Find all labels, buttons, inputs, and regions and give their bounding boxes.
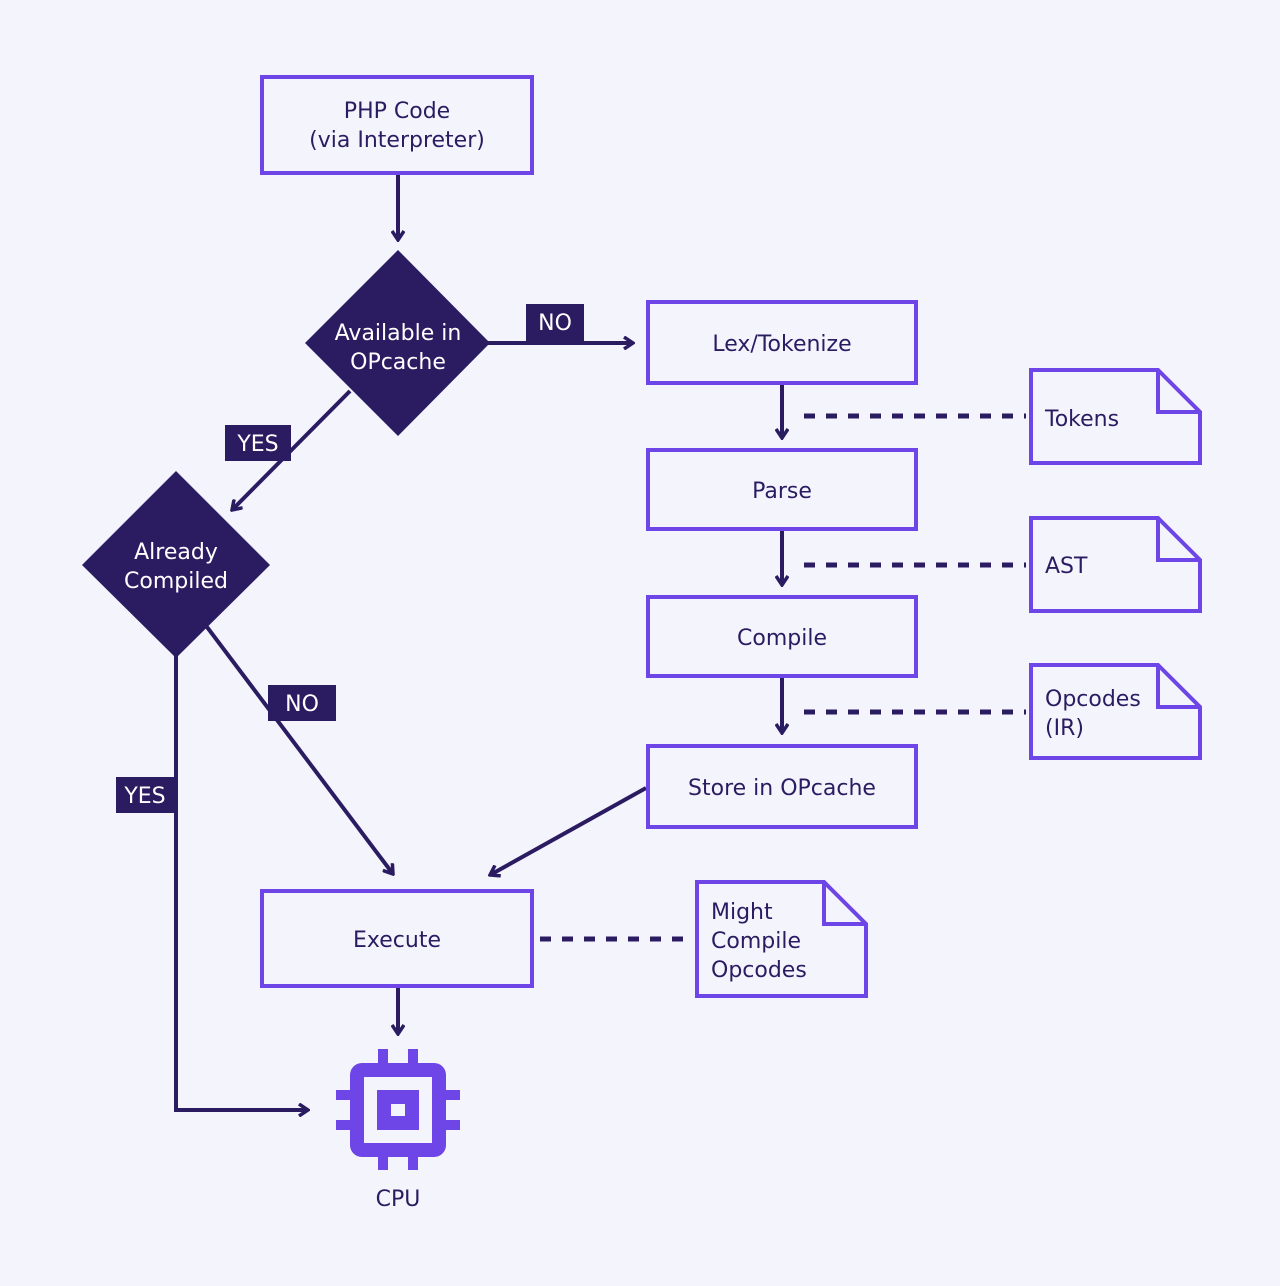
- label-already-yes: YES: [116, 777, 174, 813]
- connectors: [174, 174, 782, 1110]
- node-lex-tokenize[interactable]: Lex/Tokenize: [646, 300, 918, 385]
- available-line1: Available in: [335, 321, 462, 346]
- opcodes-line1: Opcodes: [1045, 687, 1141, 712]
- node-php-code[interactable]: PHP Code (via Interpreter): [260, 75, 534, 175]
- svg-text:NO: NO: [285, 692, 319, 717]
- might-line2: Compile: [711, 929, 801, 954]
- node-parse[interactable]: Parse: [646, 448, 918, 531]
- already-line2: Compiled: [124, 569, 228, 594]
- svg-text:YES: YES: [236, 432, 278, 457]
- cpu-label: CPU: [376, 1187, 421, 1212]
- svg-text:NO: NO: [538, 311, 572, 336]
- note-opcodes: Opcodes (IR): [1029, 663, 1202, 760]
- edge-already-to-execute: [205, 625, 393, 874]
- php-code-line1: PHP Code: [344, 99, 450, 124]
- store-label: Store in OPcache: [688, 776, 876, 801]
- tokens-label: Tokens: [1044, 407, 1119, 432]
- label-available-no: NO: [526, 304, 584, 341]
- label-available-yes: YES: [225, 425, 291, 461]
- compile-label: Compile: [737, 626, 827, 651]
- note-might-compile: Might Compile Opcodes: [695, 880, 868, 998]
- parse-label: Parse: [752, 479, 812, 504]
- cpu-icon: [336, 1049, 460, 1170]
- node-compile[interactable]: Compile: [646, 595, 918, 678]
- php-code-line2: (via Interpreter): [309, 128, 485, 153]
- node-execute[interactable]: Execute: [260, 889, 534, 988]
- note-connectors: [540, 413, 1026, 942]
- label-already-no: NO: [268, 685, 336, 721]
- ast-label: AST: [1045, 554, 1088, 579]
- note-tokens: Tokens: [1029, 368, 1202, 465]
- might-line1: Might: [711, 900, 773, 925]
- decision-available-in-opcache[interactable]: Available in OPcache: [305, 250, 490, 436]
- already-line1: Already: [134, 540, 218, 565]
- edge-already-to-cpu: [174, 655, 308, 1110]
- note-ast: AST: [1029, 516, 1202, 613]
- execute-label: Execute: [353, 928, 441, 953]
- opcodes-line2: (IR): [1045, 716, 1084, 741]
- available-line2: OPcache: [350, 350, 446, 375]
- node-store-opcache[interactable]: Store in OPcache: [646, 744, 918, 829]
- lex-label: Lex/Tokenize: [712, 332, 851, 357]
- svg-text:YES: YES: [123, 784, 165, 809]
- edge-store-to-execute: [490, 786, 647, 875]
- decision-already-compiled[interactable]: Already Compiled: [82, 471, 270, 658]
- might-line3: Opcodes: [711, 958, 807, 983]
